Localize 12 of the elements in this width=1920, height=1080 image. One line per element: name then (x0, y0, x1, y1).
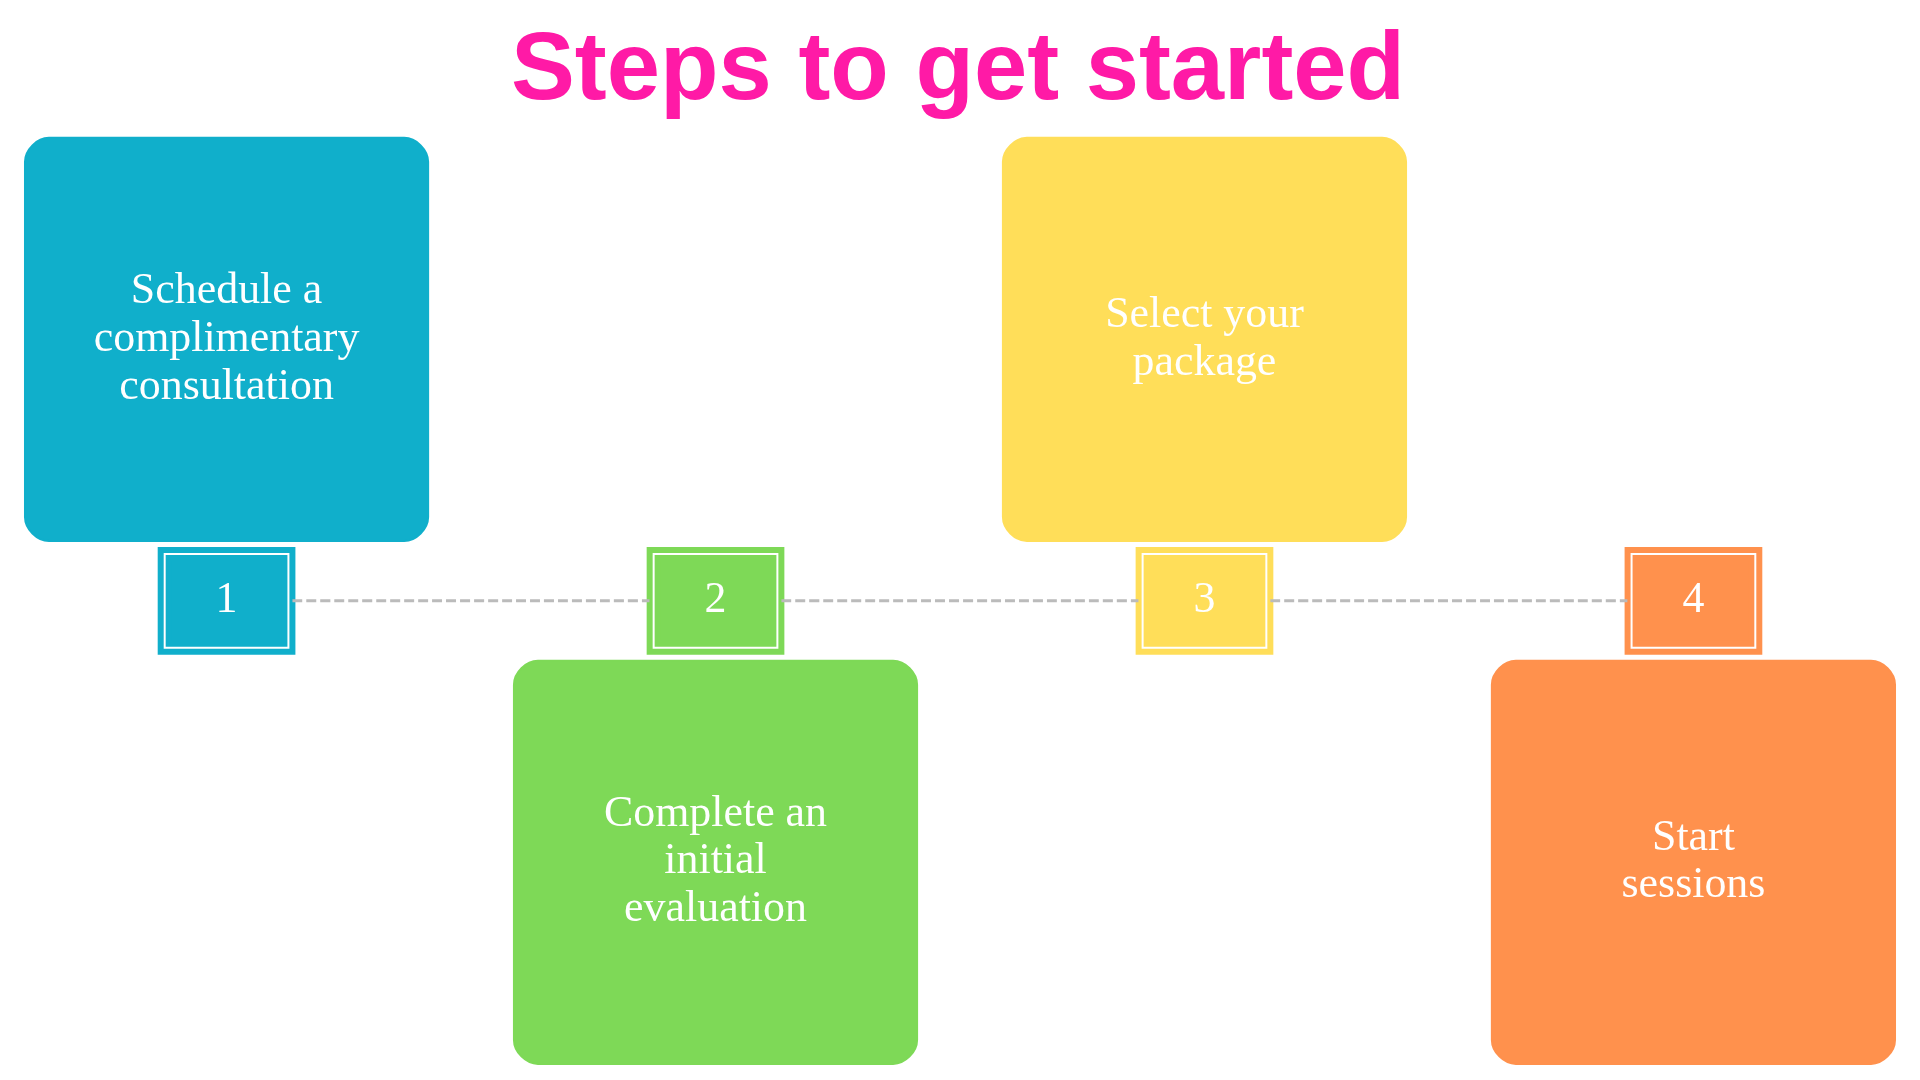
node-box: Schedule a complimentary consultation (24, 136, 430, 542)
node-box: Select your package (1001, 136, 1408, 542)
node-box: 1 (157, 547, 296, 655)
node-box: 4 (1624, 547, 1763, 655)
node-box: Complete an initial evaluation (512, 659, 919, 1065)
node-box: 2 (646, 547, 785, 655)
connector (781, 599, 1139, 603)
connector (292, 599, 650, 603)
node-box: 3 (1135, 547, 1274, 655)
connector (1270, 599, 1628, 603)
diagram-title: Steps to get started (510, 11, 1406, 119)
node-box: Start sessions (1490, 659, 1896, 1065)
